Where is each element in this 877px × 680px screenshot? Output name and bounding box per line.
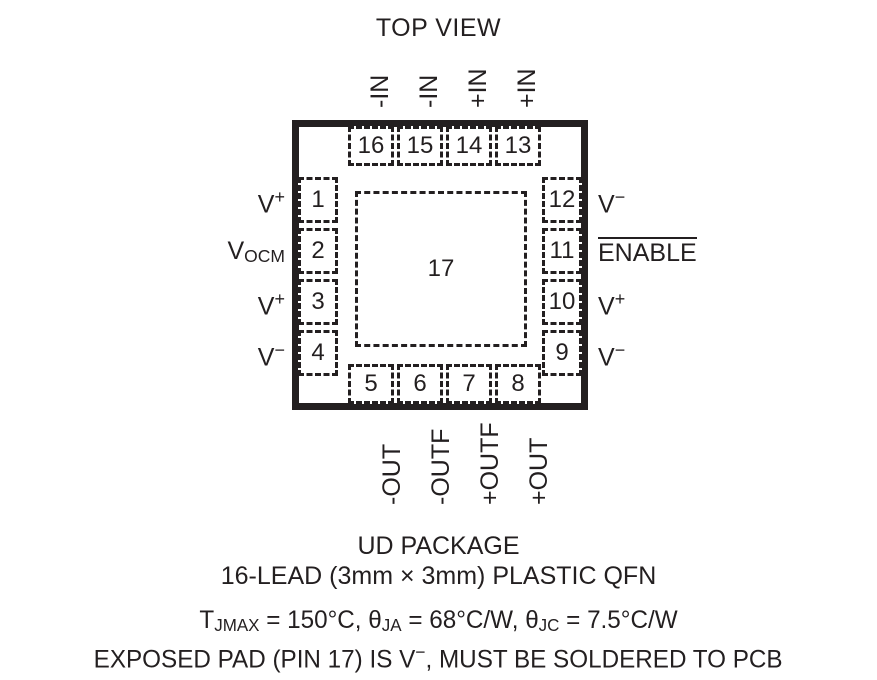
pin-pad-6[interactable]: 6 [397,364,443,404]
pin-name-4: V− [257,340,285,372]
package-body [292,120,588,410]
pin-pad-3[interactable]: 3 [298,279,338,325]
pin-name-15: -IN [415,74,443,108]
pin-pad-8[interactable]: 8 [495,364,541,404]
pin-number-6: 6 [413,370,427,397]
pin-pad-12[interactable]: 12 [542,177,582,223]
pin-number-13: 13 [504,132,532,159]
pin-pad-14[interactable]: 14 [446,126,492,166]
pin-number-15: 15 [406,132,434,159]
pin-pad-10[interactable]: 10 [542,279,582,325]
pin-name-1: V+ [257,187,285,219]
pin-number-9: 9 [555,339,569,366]
pin-pad-7[interactable]: 7 [446,364,492,404]
pin-name-2: VOCM [227,237,285,266]
exposed-pad-17[interactable]: 17 [355,191,527,347]
pin-pad-13[interactable]: 13 [495,126,541,166]
pin-number-2: 2 [311,237,325,264]
pin-number-5: 5 [364,370,378,397]
pin-name-5: -OUT [378,443,406,505]
pin-number-16: 16 [357,132,385,159]
pin-pad-9[interactable]: 9 [542,330,582,376]
caption-thermal-spec: TJMAX = 150°C, θJA = 68°C/W, θJC = 7.5°C… [199,606,678,635]
pin-pad-2[interactable]: 2 [298,228,338,274]
caption-lead-spec: 16-LEAD (3mm × 3mm) PLASTIC QFN [220,562,657,590]
pin-name-10: V+ [598,289,626,321]
pin-number-14: 14 [455,132,483,159]
pin-name-3: V+ [257,289,285,321]
pin-number-8: 8 [511,370,525,397]
pin-number-4: 4 [311,339,325,366]
pin-pad-11[interactable]: 11 [542,228,582,274]
pin-name-11: ENABLE [598,237,697,267]
page-title: TOP VIEW [375,14,502,42]
pin-name-14: +IN [464,68,492,108]
pin-pad-1[interactable]: 1 [298,177,338,223]
caption-package-name: UD PACKAGE [357,532,520,560]
pin-name-8: +OUT [525,437,553,505]
pin-name-6: -OUTF [427,428,455,505]
pin-number-3: 3 [311,288,325,315]
pin-name-16: -IN [366,74,394,108]
pin-pad-4[interactable]: 4 [298,330,338,376]
pin-name-9: V− [598,340,626,372]
pin-number-1: 1 [311,186,325,213]
pin-pad-15[interactable]: 15 [397,126,443,166]
pin-number-10: 10 [548,288,576,315]
pin-number-11: 11 [549,237,575,264]
pin-name-13: +IN [513,68,541,108]
exposed-pad-number: 17 [427,255,455,282]
pin-number-7: 7 [462,370,476,397]
caption-exposed-pad-note: EXPOSED PAD (PIN 17) IS V−, MUST BE SOLD… [94,642,783,674]
pin-name-7: +OUTF [476,422,504,505]
pin-pad-16[interactable]: 16 [348,126,394,166]
pin-number-12: 12 [548,186,576,213]
pin-pad-5[interactable]: 5 [348,364,394,404]
pin-name-12: V− [598,187,626,219]
